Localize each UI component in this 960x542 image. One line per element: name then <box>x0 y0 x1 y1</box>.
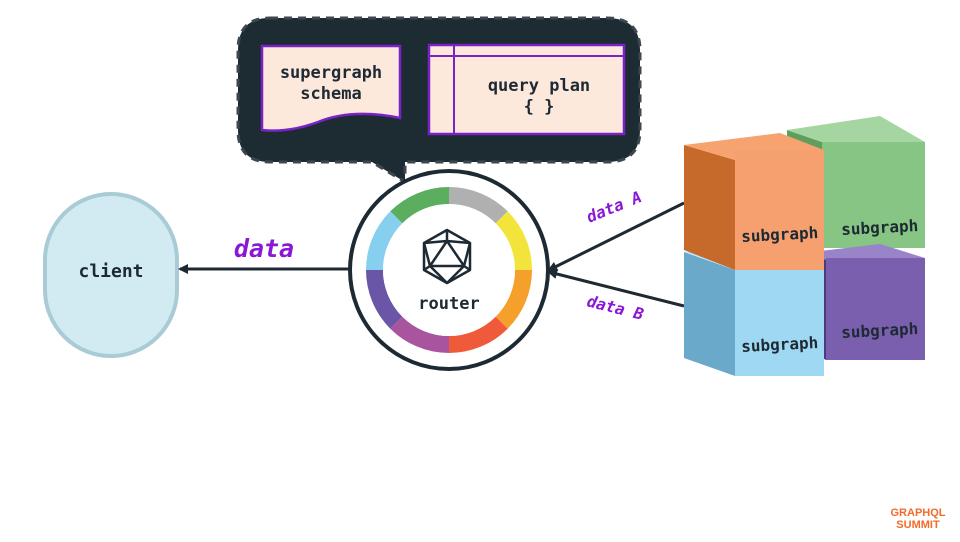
subgraph-cluster: subgraph subgraph subgraph subgraph <box>684 116 925 376</box>
client-shape <box>43 192 179 358</box>
response-data-label: data <box>234 234 294 263</box>
graphql-summit-logo: GRAPHQL SUMMIT <box>891 507 946 531</box>
logo-line2: SUMMIT <box>896 519 940 531</box>
subgraph-label: subgraph <box>841 216 919 239</box>
client-label: client <box>78 261 143 282</box>
icosahedron-icon <box>422 228 472 285</box>
cube-side <box>684 145 735 270</box>
query-plan-label-line2: { } <box>524 97 555 117</box>
speech-bubble: supergraph schema query plan { } <box>236 16 642 185</box>
cube-front <box>826 258 925 360</box>
router-ring-segment <box>390 316 449 353</box>
router-ring-segment <box>449 316 508 353</box>
document-icon <box>260 44 402 132</box>
router-ring-segment <box>366 270 403 329</box>
cube-top <box>787 116 925 142</box>
subgraph-cube-orange: subgraph <box>684 133 824 270</box>
data-a-label: data A <box>584 187 645 226</box>
schema-label-line2: schema <box>300 84 361 104</box>
subgraph-label: subgraph <box>841 319 919 342</box>
cube-front <box>735 262 824 376</box>
cube-top <box>812 244 925 260</box>
subgraph-label: subgraph <box>741 333 819 356</box>
connection-arrows <box>178 201 685 308</box>
data-b-arrow <box>547 269 685 308</box>
router-ring-segment <box>495 211 532 270</box>
cube-front <box>822 142 925 248</box>
logo-line1: GRAPHQL <box>891 507 946 519</box>
supergraph-schema-card: supergraph schema <box>260 44 402 132</box>
router-color-ring <box>366 187 532 353</box>
cube-side <box>684 252 735 376</box>
subgraph-label: subgraph <box>741 223 819 246</box>
query-plan-label-line1: query plan <box>488 76 590 96</box>
query-plan-card: query plan { } <box>427 43 626 136</box>
router-ring-segment <box>449 187 508 224</box>
router-label: router <box>418 294 479 314</box>
data-b-label: data B <box>585 291 646 324</box>
query-plan-card-frame <box>427 43 626 136</box>
schema-label-line1: supergraph <box>280 63 382 83</box>
router-ring-segment <box>366 211 403 270</box>
router-ring-segment <box>390 187 449 224</box>
data-a-arrow <box>547 201 685 272</box>
subgraph-cube-purple: subgraph <box>812 244 925 360</box>
router-node: router <box>348 169 550 371</box>
router-ring-segment <box>495 270 532 329</box>
cube-front <box>735 150 824 270</box>
subgraph-cube-green: subgraph <box>787 116 925 248</box>
client-node: client <box>43 192 179 358</box>
router-inner-circle <box>383 204 515 336</box>
